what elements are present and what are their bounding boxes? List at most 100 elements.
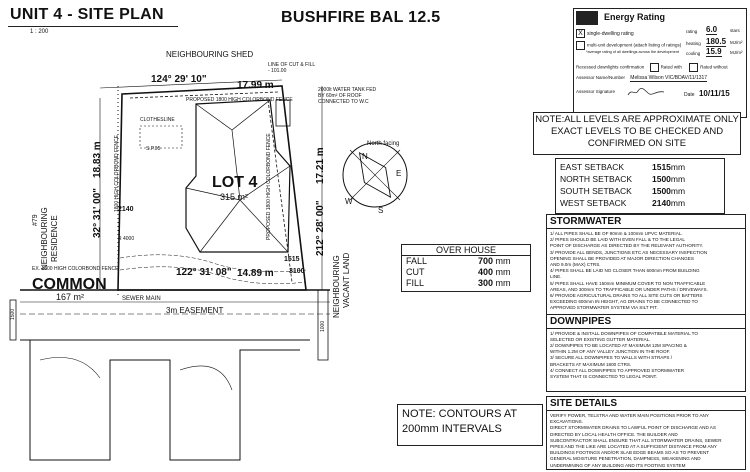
downlights-label: Recessed downlights confirmation [576,64,645,70]
setback-label: NORTH SETBACK [560,174,633,184]
assessor-name-label: Assessor Name/Number [576,75,626,80]
bearing-top: 124° 29' 10" [151,74,207,85]
bearing-right: 212° 28' 00" [315,200,326,256]
stormwater-note: AND 9.0m (MAX) CTRS. [550,262,601,268]
setback-row-south: SOUTH SETBACK 1500mm [560,185,720,197]
clothesline-area [139,125,183,149]
bearing-bottom: 122° 31' 08" [176,267,232,278]
levels-note-line-2: EXACT LEVELS TO BE CHECKED AND [550,126,724,137]
downpipes-note: SELECTED OR EXISTING GUTTER MATERIAL. [550,336,651,342]
heating-label: heating [686,41,701,46]
setback-unit: mm [670,186,686,196]
compass-line-2 [349,149,401,201]
common-area: 167 m² [56,292,85,302]
site-details-note: BUILDINGS FOOTINGS AND/OR SLAB EDGE BEAM… [550,450,710,456]
over-house-value: 300 [478,278,494,288]
site-details-note: DIRECTED BY LOCAL HEALTH OFFICE. THE BUI… [550,431,678,437]
stormwater-note: 4/ PIPES SHALL BE LAID NO CLOSER THAN 60… [550,268,700,274]
dim-bar-right [317,289,329,361]
lower-curve-2 [179,365,233,391]
downpipes-note: 2/ DOWNPIPES TO BE LOCATED AT MAXIMUM 12… [550,343,687,349]
downpipes-note: SYSTEM THAT IS CONNECTED TO LEGAL POINT. [550,374,658,380]
site-details-note: VERIFY POWER, TELSTRA AND WATER MAIN POS… [550,413,709,418]
ridge-5 [239,199,289,253]
site-details-note: DIRECT STORMWATER DRAINS TO LAWFUL POINT… [550,425,716,431]
stormwater-note: OPENING SHALL BE PROVIDED AT MAJOR DIREC… [550,255,694,261]
downpipes-notes: 1/ PROVIDE & INSTALL DOWNPIPES OF COMPAT… [547,329,745,383]
setback-label: SOUTH SETBACK [560,186,632,196]
site-details-note: SUBCONTRACTOR SHALL ENSURE THAT ALL STOR… [550,437,722,443]
rated-without-label: Rated without [700,64,728,70]
compass-north-label: North facing [367,141,400,147]
site-details-note: EXCAVATIONS. [550,419,583,425]
lot-area: 315 m² [220,192,249,202]
cooling-unit: MJ/m² [730,50,743,55]
neighbour-left-number: #79 [32,214,39,226]
contour-2 [119,266,307,285]
setback-label: WEST SETBACK [560,198,627,208]
easement-label: 3m EASEMENT [166,306,224,315]
downpipes-title: DOWNPIPES [547,313,745,329]
single-dwelling-label: single-dwelling rating [587,30,634,37]
ridge-6 [185,187,241,201]
levels-note-line-3: CONFIRMED ON SITE [587,138,687,149]
heating-value: 180.5 [706,37,727,47]
cooling-label: cooling [686,51,701,56]
sp05-label: S.P.05 [146,146,161,152]
rating-unit: stars [730,28,740,33]
levels-note-line-1: NOTE:ALL LEVELS ARE APPROXIMATE ONLY [535,114,739,125]
compass-w: W [345,197,353,206]
dim-bottom: 14.89 m [237,268,274,279]
setback-value: 1500 [652,186,671,196]
neighbour-right-2: VACANT LAND [342,252,351,308]
scale-label: 1 : 200 [30,29,49,35]
bearing-left: 32° 31' 00" [92,187,103,238]
setback-unit: mm [670,174,686,184]
stormwater-note: POINT OF DISCHARGE AS DIRECTED BY THE RE… [550,243,704,249]
over-house-row-fill: FILL 300 mm [402,278,530,289]
stormwater-note: EXCEEDING 600mm IN HEIGHT, AG DRAINS TO … [550,299,698,305]
dim-1000-right: 1000 [320,320,326,332]
compass-n: N [362,152,368,161]
dim-1515: 1515 [284,256,300,263]
assessor-signature-label: Assessor Signature [576,89,616,95]
lot-label: LOT 4 [212,174,258,191]
date-label: Date [684,92,695,98]
top-dim-line [99,79,283,89]
over-house-label: FALL [406,256,428,266]
ridge-4 [199,199,241,253]
neighbouring-shed-label: NEIGHBOURING SHED [166,50,254,59]
over-house-title: OVER HOUSE [402,245,530,256]
rated-with-checkbox [649,63,659,72]
compass-s: S [378,206,384,215]
dim-2140: 2140 [118,206,134,213]
over-house-label: FILL [406,278,425,288]
proposed-fence-top: PROPOSED 1800 HIGH COLORBOND FENCE [186,97,293,103]
sewer-main-label: SEWER MAIN [122,296,161,302]
clothesline-label: CLOTHESLINE [140,117,175,123]
common-label: COMMON [32,276,107,293]
compass-needle [358,152,392,198]
downpipes-note: WITHIN 1.2M OF ANY VALLEY JUNCTION IN TH… [550,349,671,355]
over-house-value: 400 [478,267,494,277]
stormwater-note: 6/ PROVIDE AGRICULTURAL DRAINS TO ALL SI… [550,293,703,299]
dim-3100: 3100 [289,268,305,275]
stormwater-notes: 1/ ALL PIPES SHALL BE OF 90mm & 100mm UP… [547,229,745,314]
multi-unit-checkbox [576,41,585,50]
compass-e: E [396,169,402,178]
energy-title: Energy Rating [604,12,666,22]
stormwater-note: APPROVED STORMWATER SYSTEM VIA SILT PIT. [550,305,658,311]
over-house-value: 700 [478,256,494,266]
date-value: 10/11/15 [698,89,730,98]
over-house-unit: mm [495,278,511,288]
rating-value: 6.0 [706,25,718,35]
single-dwelling-checkbox: X [576,29,585,38]
setback-label: EAST SETBACK [560,162,625,172]
stormwater-note: 2/ PIPES SHOULD BE LAID WITH EVEN FALL &… [550,237,685,243]
page-title: UNIT 4 - SITE PLAN [10,6,164,23]
water-tank-label: 2000lt WATER TANK FED BY 60m² OF ROOF CO… [318,87,377,105]
proposed-fence-right: PROPOSED 1800 HIGH COLORBOND FENCE [266,133,272,240]
bushfire-title: BUSHFIRE BAL 12.5 [281,9,441,26]
